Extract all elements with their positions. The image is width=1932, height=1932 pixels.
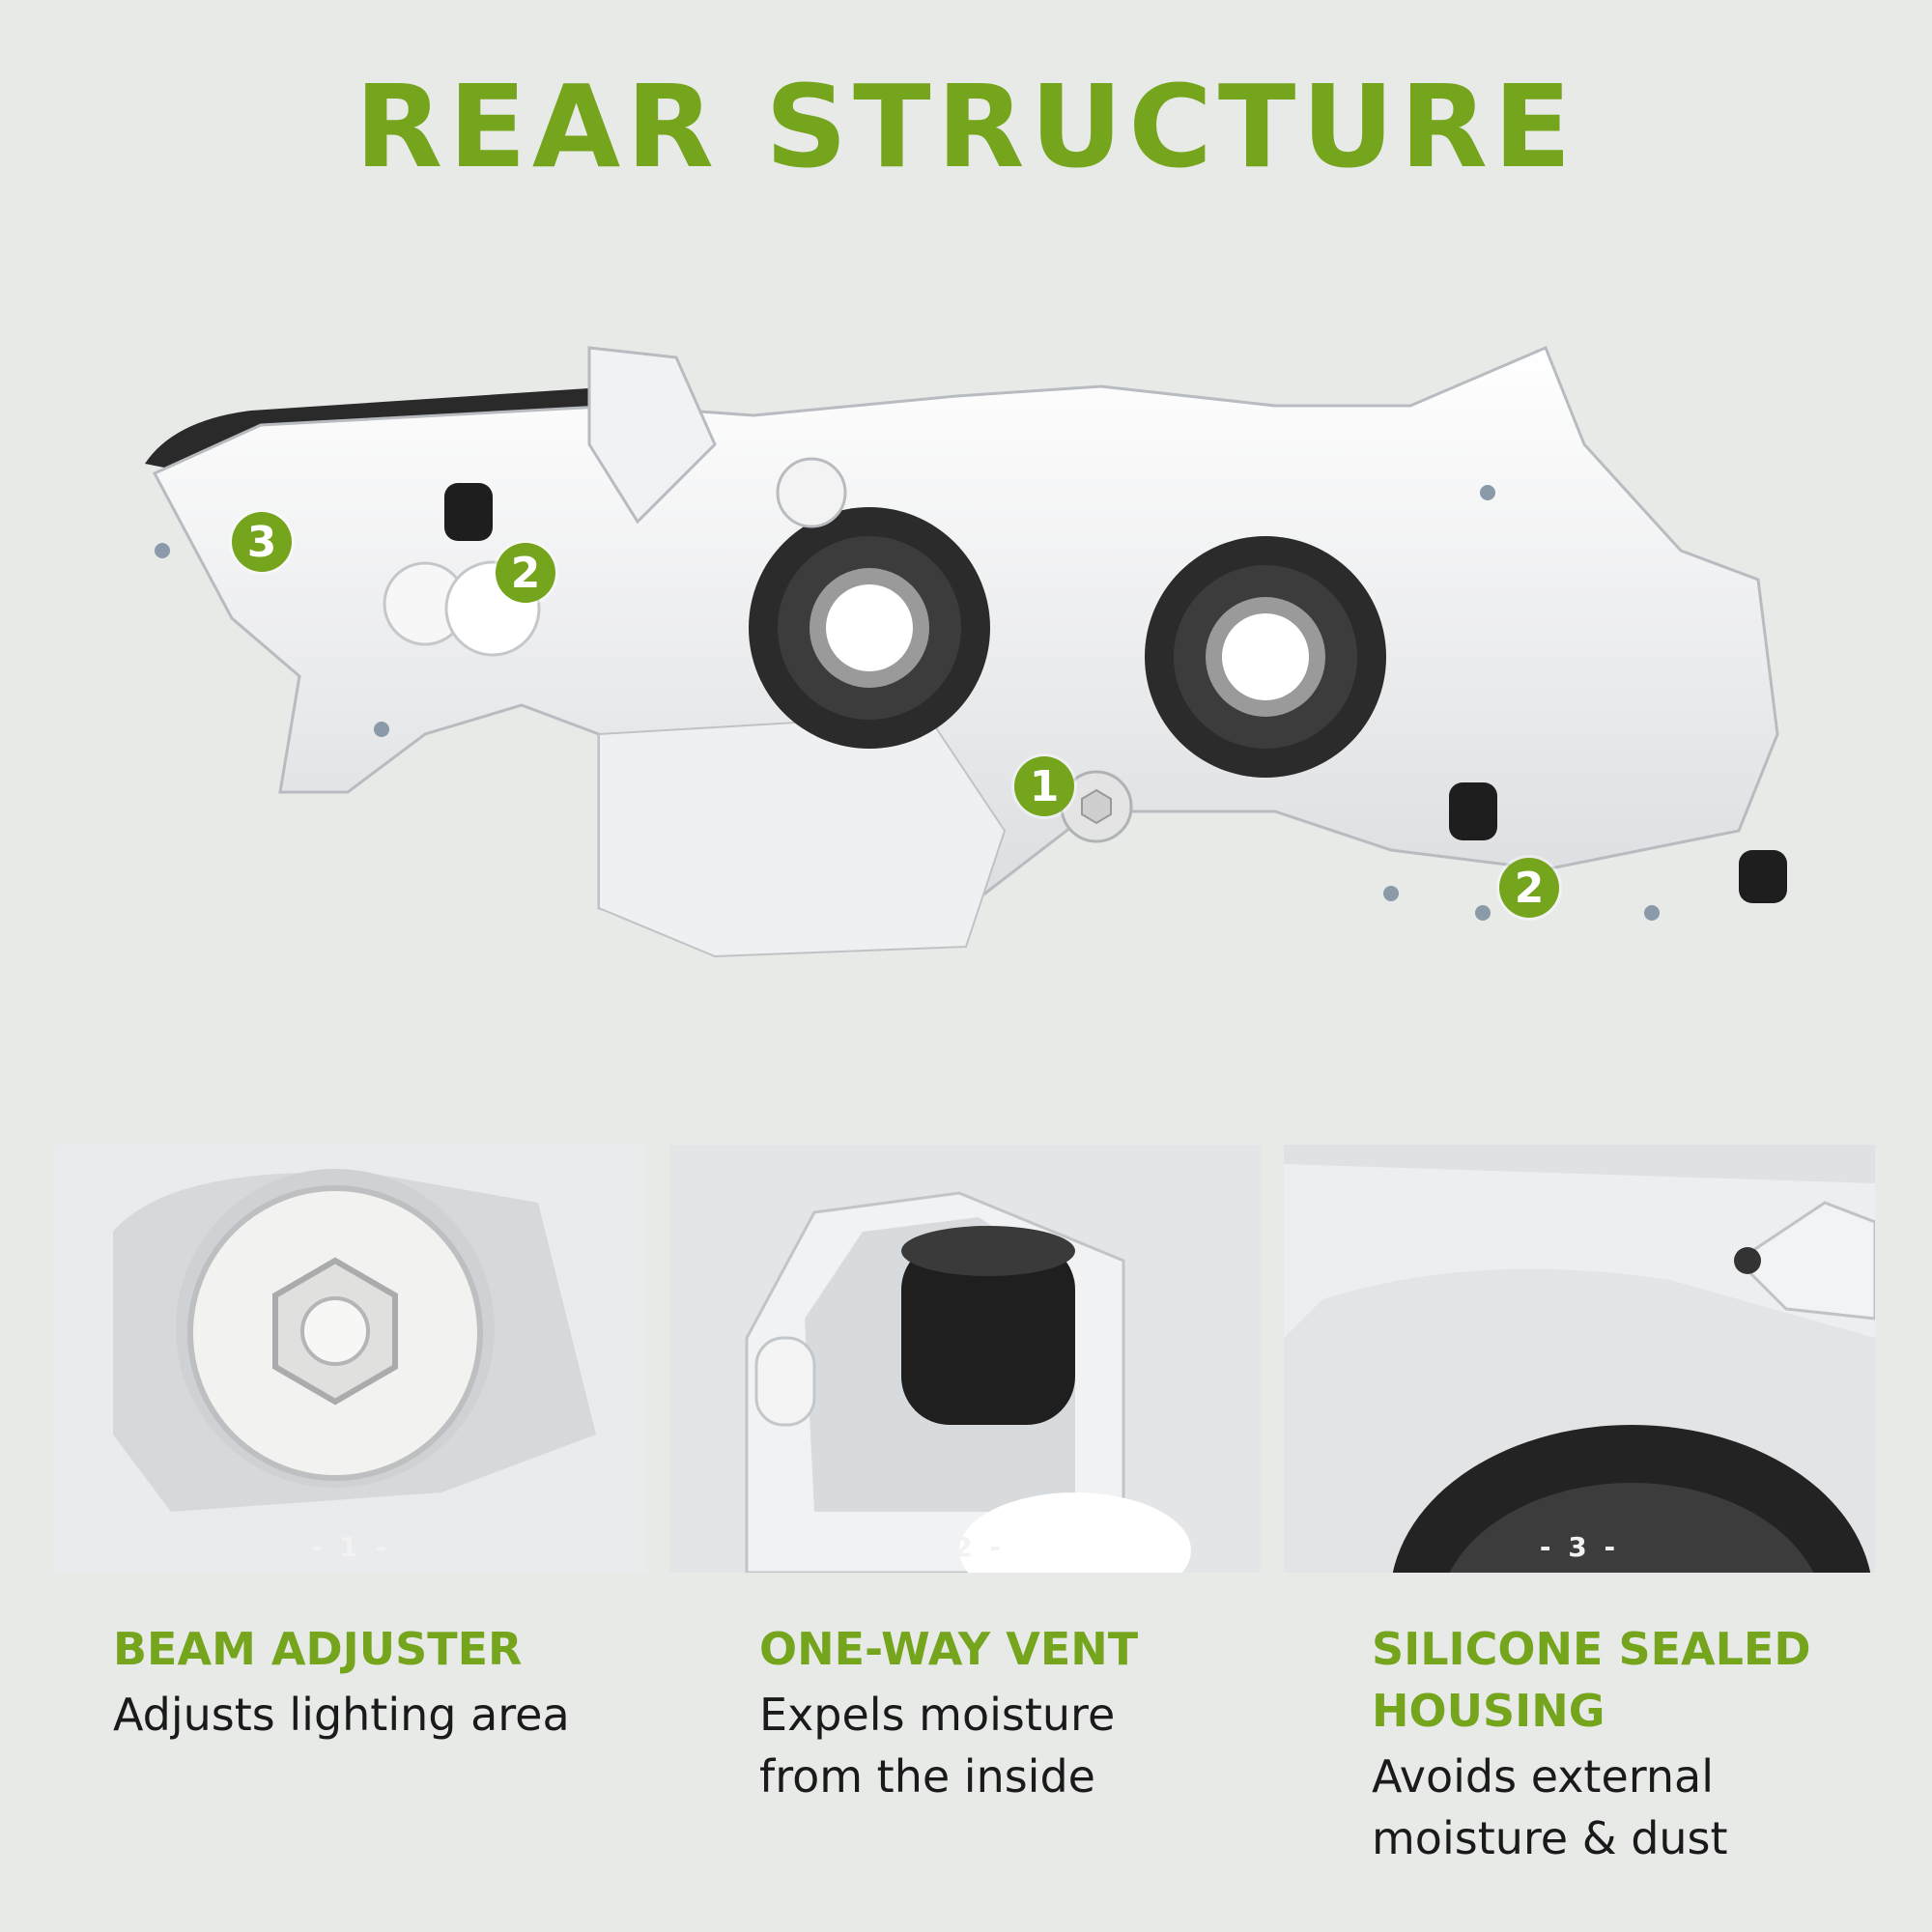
hero-badge-3: 3 [232,512,292,572]
caption-desc: Avoids external moisture & dust [1372,1750,1728,1864]
headlight-rear-photo: 3 2 1 2 [135,328,1835,1024]
hero-badge-2-right: 2 [1499,858,1559,918]
caption-beam-adjuster: BEAM ADJUSTER Adjusts lighting area [113,1618,615,1746]
caption-desc: Adjusts lighting area [113,1689,570,1741]
detail-photo-sealed-housing: - 3 - [1284,1145,1875,1573]
panel-number-3: - 3 - [1539,1531,1620,1563]
caption-sealed-housing: SILICONE SEALED HOUSING Avoids external … [1372,1618,1874,1869]
headlight-illustration [145,346,1787,958]
caption-title: ONE-WAY VENT [759,1623,1139,1675]
caption-title: BEAM ADJUSTER [113,1623,523,1675]
panel-number-2: - 2 - [924,1531,1006,1563]
hero-badge-2-left: 2 [496,543,555,603]
detail-photo-one-way-vent: - 2 - [669,1145,1261,1573]
panel-number-1: - 1 - [310,1531,391,1563]
caption-title: SILICONE SEALED HOUSING [1372,1623,1811,1737]
detail-photo-beam-adjuster: - 1 - [55,1145,646,1573]
caption-desc: Expels moisture from the inside [759,1689,1116,1803]
page-title: REAR STRUCTURE [355,60,1577,193]
caption-one-way-vent: ONE-WAY VENT Expels moisture from the in… [759,1618,1184,1807]
hero-badge-1: 1 [1014,756,1074,816]
